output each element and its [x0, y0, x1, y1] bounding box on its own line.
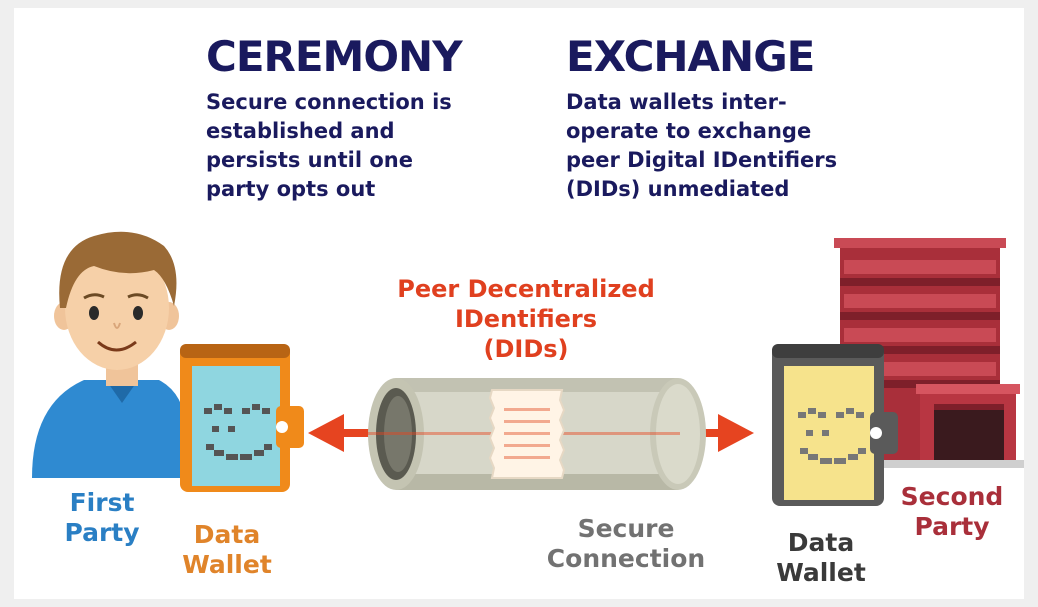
- arrow-left-icon: [308, 414, 374, 452]
- data-wallet-gray-icon: [772, 344, 898, 506]
- first-party-line: Party: [64, 518, 140, 547]
- dids-label-line: Peer Decentralized: [397, 275, 655, 303]
- ceremony-line: Secure connection is: [206, 90, 452, 114]
- first-wallet-line: Data: [193, 520, 261, 549]
- exchange-line: (DIDs) unmediated: [566, 177, 790, 201]
- ceremony-heading: CEREMONY: [206, 32, 463, 81]
- exchange-line: operate to exchange: [566, 119, 812, 143]
- exchange-line: Data wallets inter-: [566, 90, 787, 114]
- arrow-right-icon: [702, 414, 754, 452]
- secure-connection-line: Secure: [577, 514, 675, 543]
- ceremony-line: persists until one: [206, 148, 413, 172]
- dids-label-line: IDentifiers: [454, 305, 598, 333]
- ceremony-description: Secure connection is established and per…: [206, 88, 452, 204]
- scroll-document-icon: [488, 389, 566, 479]
- exchange-heading: EXCHANGE: [566, 32, 815, 81]
- data-wallet-orange-icon: [180, 344, 304, 492]
- secure-connection-line: Connection: [546, 544, 706, 573]
- second-party-line: Second: [900, 482, 1004, 511]
- dids-label-line: (DIDs): [483, 335, 569, 363]
- ceremony-line: established and: [206, 119, 395, 143]
- secure-connection-label: Secure Connection: [542, 514, 710, 574]
- second-wallet-line: Wallet: [776, 558, 866, 587]
- illustration-layer: [32, 231, 1024, 506]
- exchange-description: Data wallets inter- operate to exchange …: [566, 88, 837, 204]
- first-party-line: First: [69, 488, 135, 517]
- person-icon: [32, 231, 186, 478]
- second-party-label: Second Party: [892, 482, 1012, 542]
- first-data-wallet-label: Data Wallet: [174, 520, 280, 580]
- ceremony-line: party opts out: [206, 177, 376, 201]
- second-party-line: Party: [914, 512, 990, 541]
- diagram-canvas: CEREMONY Secure connection is establishe…: [14, 8, 1024, 599]
- first-party-label: First Party: [54, 488, 150, 548]
- first-wallet-line: Wallet: [182, 550, 272, 579]
- exchange-line: peer Digital IDentifiers: [566, 148, 838, 172]
- second-data-wallet-label: Data Wallet: [766, 528, 876, 588]
- dids-label: Peer Decentralized IDentifiers (DIDs): [376, 274, 676, 364]
- second-wallet-line: Data: [787, 528, 855, 557]
